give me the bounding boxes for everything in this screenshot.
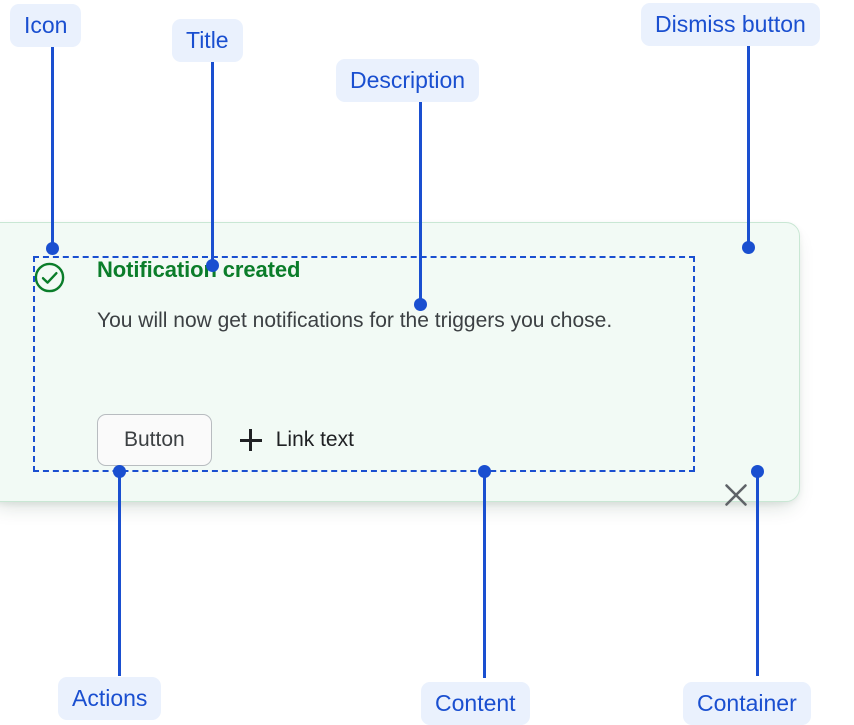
annotation-label-icon: Icon xyxy=(10,4,82,47)
leader-dot-container xyxy=(751,465,764,478)
action-button[interactable]: Button xyxy=(97,414,212,466)
leader-line-actions xyxy=(118,472,121,676)
leader-dot-dismiss-button xyxy=(742,241,755,254)
leader-line-icon xyxy=(51,44,54,249)
notification-title: Notification created xyxy=(97,257,301,282)
leader-dot-title xyxy=(206,259,219,272)
annotation-label-description: Description xyxy=(336,59,480,102)
success-check-circle-icon xyxy=(34,262,65,293)
annotation-label-container: Container xyxy=(683,682,811,725)
annotation-label-title: Title xyxy=(172,19,243,62)
leader-dot-content xyxy=(478,465,491,478)
notification-description: You will now get notifications for the t… xyxy=(97,309,613,332)
leader-dot-actions xyxy=(113,465,126,478)
leader-dot-description xyxy=(414,298,427,311)
leader-line-title xyxy=(211,58,214,266)
notification-actions: Button Link text xyxy=(97,414,354,466)
close-x-icon[interactable] xyxy=(722,481,750,509)
action-link-label: Link text xyxy=(275,428,354,451)
annotation-label-actions: Actions xyxy=(58,677,162,720)
notification-container: Notification created You will now get no… xyxy=(0,222,800,506)
leader-line-content xyxy=(483,472,486,678)
leader-line-description xyxy=(419,98,422,305)
action-link[interactable]: Link text xyxy=(239,428,354,452)
notification-content: Notification created You will now get no… xyxy=(34,257,696,473)
leader-line-container xyxy=(756,472,759,676)
annotation-label-dismiss-button: Dismiss button xyxy=(641,3,820,46)
plus-icon xyxy=(239,429,262,451)
annotation-label-content: Content xyxy=(421,682,530,725)
leader-dot-icon xyxy=(46,242,59,255)
leader-line-dismiss-button xyxy=(747,42,750,248)
